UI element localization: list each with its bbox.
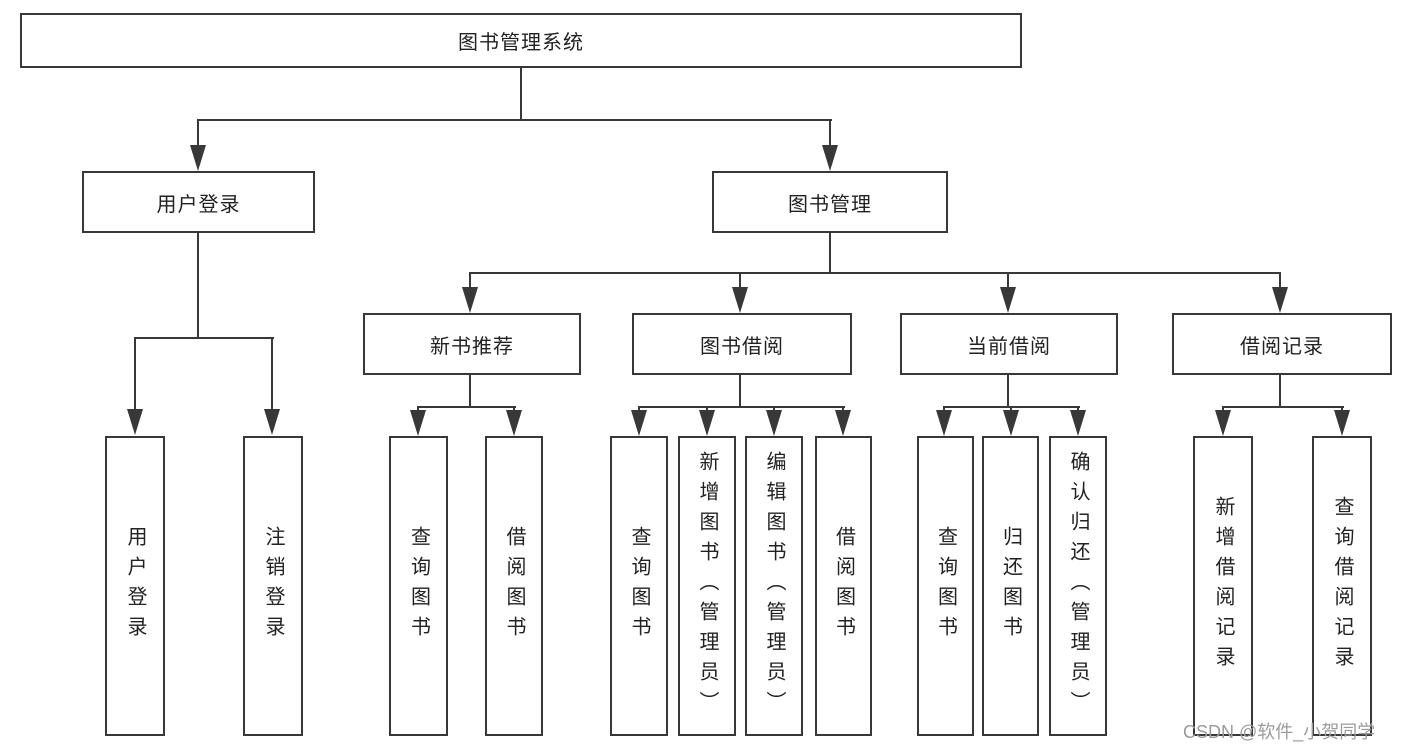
edge-user-login-rail [134, 337, 274, 339]
leaf-records-add-record-label: 新增借阅记录 [1212, 496, 1234, 676]
node-root: 图书管理系统 [20, 13, 1022, 68]
edge-leaf-stem [638, 406, 640, 412]
node-user-login-label: 用户登录 [156, 193, 241, 216]
node-root-label: 图书管理系统 [458, 32, 584, 54]
edge-leaf-user-login-stem [134, 337, 136, 411]
arrowhead-down-icon [1003, 410, 1019, 436]
leaf-borrow-edit-books-admin: 编辑图书（管理员） [745, 436, 803, 736]
arrowhead-down-icon [1070, 410, 1086, 436]
node-book-borrow: 图书借阅 [632, 313, 852, 375]
leaf-records-add-record: 新增借阅记录 [1193, 436, 1253, 736]
arrowhead-down-icon [1000, 287, 1016, 313]
leaf-borrow-borrow-books-label: 借阅图书 [832, 526, 855, 646]
node-current-borrow-label: 当前借阅 [967, 335, 1051, 358]
leaf-current-confirm-return-admin-label: 确认归还（管理员） [1067, 451, 1089, 721]
leaf-records-query-record: 查询借阅记录 [1312, 436, 1372, 736]
edge-borrow-records-stem [1279, 272, 1281, 289]
edge-leaf-stem [1341, 406, 1343, 412]
leaf-current-query-books: 查询图书 [917, 436, 974, 736]
node-borrow-records-label: 借阅记录 [1240, 335, 1324, 358]
edge-current-borrow-down [1007, 375, 1009, 406]
leaf-newbook-borrow-books: 借阅图书 [485, 436, 543, 736]
leaf-user-login-label: 用户登录 [124, 526, 146, 646]
edge-book-mgmt-down [829, 233, 831, 272]
edge-leaf-logout-stem [271, 337, 273, 411]
edge-leaf-stem [417, 406, 419, 412]
arrowhead-down-icon [936, 410, 952, 436]
edge-book-mgmt-rail [469, 272, 1281, 274]
edge-leaf-stem [773, 406, 775, 412]
node-book-management: 图书管理 [712, 171, 948, 233]
arrowhead-down-icon [822, 145, 838, 171]
edge-new-books-stem [469, 272, 471, 289]
edge-new-books-rail [417, 406, 516, 408]
edge-borrow-records-down [1279, 375, 1281, 406]
arrowhead-down-icon [264, 409, 280, 435]
leaf-borrow-borrow-books: 借阅图书 [815, 436, 872, 736]
edge-book-borrow-stem [739, 272, 741, 289]
edge-leaf-stem [513, 406, 515, 412]
arrowhead-down-icon [699, 410, 715, 436]
arrowhead-down-icon [631, 410, 647, 436]
edge-user-login-down [197, 233, 199, 337]
edge-root-stem [520, 68, 522, 119]
leaf-logout-label: 注销登录 [262, 526, 284, 646]
leaf-borrow-add-books-admin-label: 新增图书（管理员） [696, 451, 718, 721]
node-book-management-label: 图书管理 [788, 193, 872, 216]
node-new-book-recommend-label: 新书推荐 [430, 335, 514, 358]
edge-book-borrow-rail [638, 406, 845, 408]
leaf-newbook-query-books: 查询图书 [389, 436, 448, 736]
arrowhead-down-icon [190, 145, 206, 171]
edge-leaf-stem [943, 406, 945, 412]
edge-new-books-down [469, 375, 471, 406]
arrowhead-down-icon [410, 410, 426, 436]
leaf-borrow-add-books-admin: 新增图书（管理员） [678, 436, 736, 736]
arrowhead-down-icon [766, 410, 782, 436]
arrowhead-down-icon [835, 410, 851, 436]
leaf-records-query-record-label: 查询借阅记录 [1331, 496, 1353, 676]
leaf-current-return-books-label: 归还图书 [999, 526, 1022, 646]
leaf-current-confirm-return-admin: 确认归还（管理员） [1049, 436, 1107, 736]
leaf-borrow-query-books-label: 查询图书 [628, 526, 650, 646]
arrowhead-down-icon [506, 410, 522, 436]
edge-book-borrow-down [739, 375, 741, 406]
leaf-logout: 注销登录 [243, 436, 303, 736]
leaf-newbook-borrow-books-label: 借阅图书 [503, 526, 525, 646]
edge-leaf-stem [842, 406, 844, 412]
node-current-borrow: 当前借阅 [900, 313, 1118, 375]
edge-current-borrow-stem [1007, 272, 1009, 289]
node-book-borrow-label: 图书借阅 [700, 335, 784, 358]
leaf-borrow-edit-books-admin-label: 编辑图书（管理员） [763, 451, 785, 721]
arrowhead-down-icon [1272, 287, 1288, 313]
arrowhead-down-icon [127, 409, 143, 435]
edge-user-login-stem [197, 119, 199, 147]
edge-leaf-stem [706, 406, 708, 412]
edge-root-rail [197, 119, 832, 121]
leaf-user-login: 用户登录 [105, 436, 165, 736]
arrowhead-down-icon [1334, 410, 1350, 436]
leaf-current-query-books-label: 查询图书 [934, 526, 957, 646]
csdn-watermark: CSDN @软件_小贺同学 [1183, 722, 1376, 742]
leaf-current-return-books: 归还图书 [982, 436, 1039, 736]
arrowhead-down-icon [1215, 410, 1231, 436]
leaf-newbook-query-books-label: 查询图书 [407, 526, 430, 646]
edge-leaf-stem [1222, 406, 1224, 412]
node-borrow-records: 借阅记录 [1172, 313, 1392, 375]
arrowhead-down-icon [732, 287, 748, 313]
edge-borrow-records-rail [1222, 406, 1344, 408]
arrowhead-down-icon [462, 287, 478, 313]
edge-leaf-stem [1010, 406, 1012, 412]
node-user-login: 用户登录 [82, 171, 315, 233]
edge-book-mgmt-stem [829, 119, 831, 147]
node-new-book-recommend: 新书推荐 [363, 313, 581, 375]
leaf-borrow-query-books: 查询图书 [610, 436, 668, 736]
edge-leaf-stem [1077, 406, 1079, 412]
